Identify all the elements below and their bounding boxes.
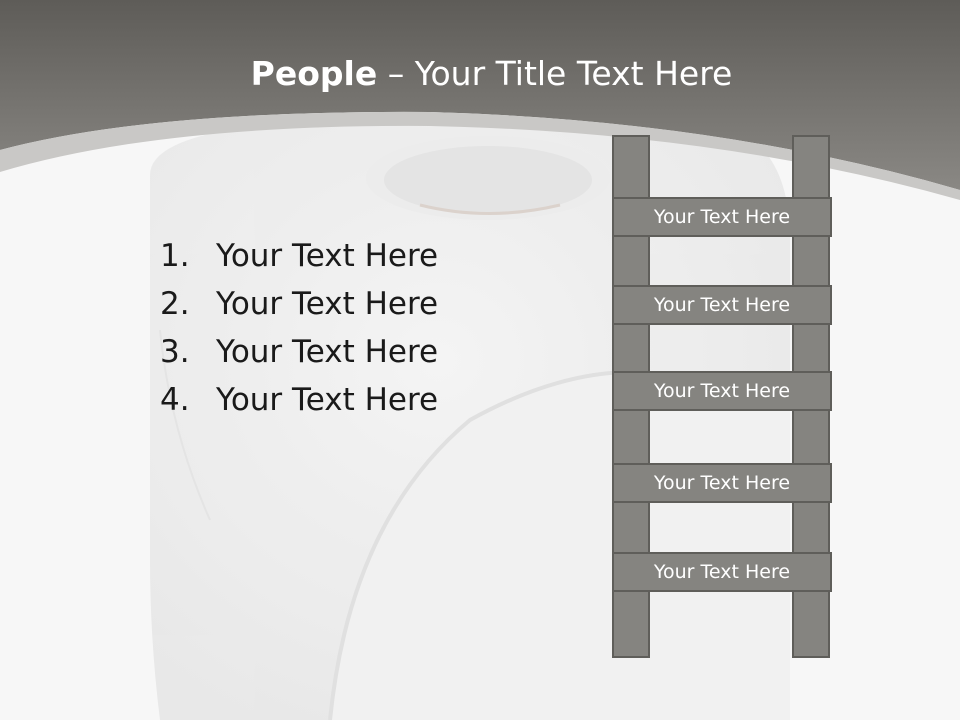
- list-item: 1. Your Text Here: [160, 232, 438, 280]
- slide-title: People – Your Title Text Here: [0, 52, 960, 96]
- list-number: 1.: [160, 238, 190, 274]
- ladder-rung-1: Your Text Here: [612, 197, 832, 237]
- list-item-text: Your Text Here: [216, 382, 439, 418]
- list-number: 3.: [160, 334, 190, 370]
- title-rest: – Your Title Text Here: [377, 54, 733, 93]
- list-item: 4. Your Text Here: [160, 376, 438, 424]
- list-number: 2.: [160, 286, 190, 322]
- list-item: 2. Your Text Here: [160, 280, 438, 328]
- numbered-list: 1. Your Text Here 2. Your Text Here 3. Your…: [160, 232, 438, 424]
- title-bold-part: People: [250, 54, 378, 93]
- list-item-text: Your Text Here: [216, 286, 439, 322]
- list-item-text: Your Text Here: [216, 238, 439, 274]
- list-number: 4.: [160, 382, 190, 418]
- ladder-rung-2: Your Text Here: [612, 285, 832, 325]
- list-item-text: Your Text Here: [216, 334, 439, 370]
- list-item: 3. Your Text Here: [160, 328, 438, 376]
- ladder-rung-4: Your Text Here: [612, 463, 832, 503]
- ladder-rung-3: Your Text Here: [612, 371, 832, 411]
- ladder-rung-5: Your Text Here: [612, 552, 832, 592]
